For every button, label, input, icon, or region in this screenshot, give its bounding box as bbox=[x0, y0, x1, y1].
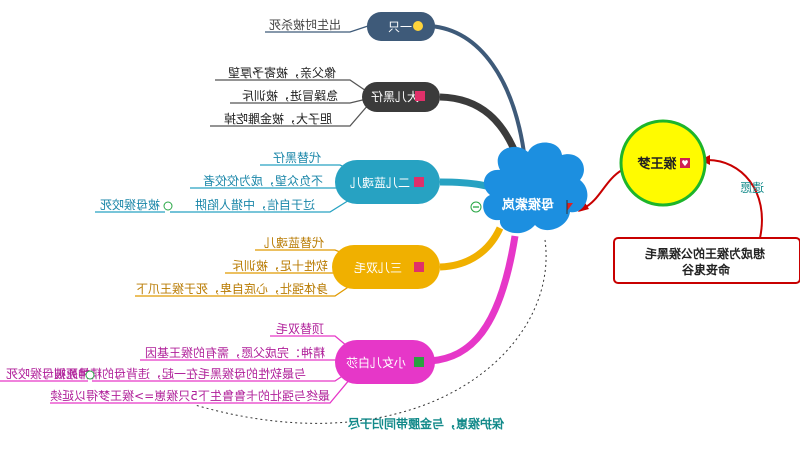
branch-4-label: 三儿双毛 bbox=[354, 261, 402, 275]
detail-4-1: 代替蓝魂儿 bbox=[264, 235, 324, 250]
goal-node[interactable]: 猴王梦 ♥ bbox=[619, 119, 707, 207]
x-icon bbox=[414, 177, 424, 187]
detail-2-2: 急躁冒进，被训斥 bbox=[242, 88, 338, 103]
detail-5-4: 吊死被母猴咬死 bbox=[6, 366, 90, 381]
note-box-frame bbox=[613, 237, 800, 284]
goal-circle bbox=[619, 119, 707, 207]
relation-goal-to-central bbox=[583, 169, 623, 209]
detail-5-3: 与最软性的母猴黑毛在一起，违背母的精神原则 bbox=[54, 366, 306, 381]
detail-5-5: 最终与强壮的卡鲁鲁生下5只猴崽=>猴王梦得以延续 bbox=[50, 388, 330, 403]
heart-icon: ♥ bbox=[681, 159, 688, 168]
detail-3-2: 不负众望，成为佼佼者 bbox=[203, 174, 323, 188]
goal-label: 猴王梦 bbox=[636, 156, 676, 172]
smile-icon bbox=[413, 21, 423, 31]
x-icon bbox=[414, 262, 424, 272]
branch-node-4[interactable]: 三儿双毛 bbox=[332, 245, 440, 289]
x-icon bbox=[415, 91, 425, 101]
branch-2-label: 大儿黑仔 bbox=[371, 90, 419, 104]
detail-2-3: 胆子大，被金雕吃掉 bbox=[224, 111, 332, 126]
detail-4-3: 身体强壮，心底自卑，死于猴王爪下 bbox=[136, 281, 328, 296]
central-cloud-shape bbox=[483, 142, 588, 234]
detail-5-1: 顶替双毛 bbox=[276, 322, 324, 336]
branch-1-label: 一只 bbox=[388, 20, 412, 34]
detail-2-1: 像父亲，被寄予厚望 bbox=[228, 65, 336, 80]
connector-4 bbox=[439, 226, 504, 271]
branch-5-label: 小女儿白莎 bbox=[346, 355, 406, 370]
heart-icon-bg bbox=[680, 158, 690, 168]
flag-icon bbox=[567, 203, 573, 211]
detail-4-2: 软性十足，被训斥 bbox=[232, 259, 328, 273]
central-label: 母猴紫岚 bbox=[502, 197, 554, 213]
goal-link-label: 遗愿 bbox=[740, 181, 764, 195]
central-node[interactable]: 母猴紫岚 bbox=[483, 142, 588, 234]
note-box[interactable]: 想成为猴王的公猴黑毛 命丧鬼谷 bbox=[613, 237, 800, 284]
relation-dotted-line bbox=[194, 239, 547, 424]
relation-note-to-goal bbox=[707, 159, 763, 239]
check-icon bbox=[414, 357, 424, 367]
branch-node-1[interactable]: 一只 bbox=[367, 12, 435, 41]
note-line-1: 想成为猴王的公猴黑毛 bbox=[645, 246, 766, 261]
branch-node-2[interactable]: 大儿黑仔 bbox=[362, 82, 440, 112]
detail-3-4: 被母猴咬死 bbox=[100, 197, 160, 212]
detail-1-1: 出生时被杀死 bbox=[269, 17, 341, 32]
collapse-toggle[interactable] bbox=[85, 370, 95, 380]
note-line-2: 命丧鬼谷 bbox=[681, 262, 731, 277]
branch-node-3[interactable]: 二儿蓝魂儿 bbox=[335, 160, 440, 204]
detail-3-1: 代替黑仔 bbox=[273, 151, 321, 165]
connector-5 bbox=[429, 235, 519, 365]
branch-3-label: 二儿蓝魂儿 bbox=[350, 175, 410, 190]
detail-3-3: 过于自信，中猎人陷阱 bbox=[195, 197, 315, 212]
collapse-toggle[interactable] bbox=[163, 201, 173, 211]
relation-label: 保护猴崽，与金腰带同归于尽 bbox=[347, 416, 505, 431]
connector-1 bbox=[429, 24, 527, 161]
branch-node-5[interactable]: 小女儿白莎 bbox=[335, 340, 435, 384]
detail-5-2: 精神：完成父愿，需有的猴王基因 bbox=[145, 345, 325, 360]
